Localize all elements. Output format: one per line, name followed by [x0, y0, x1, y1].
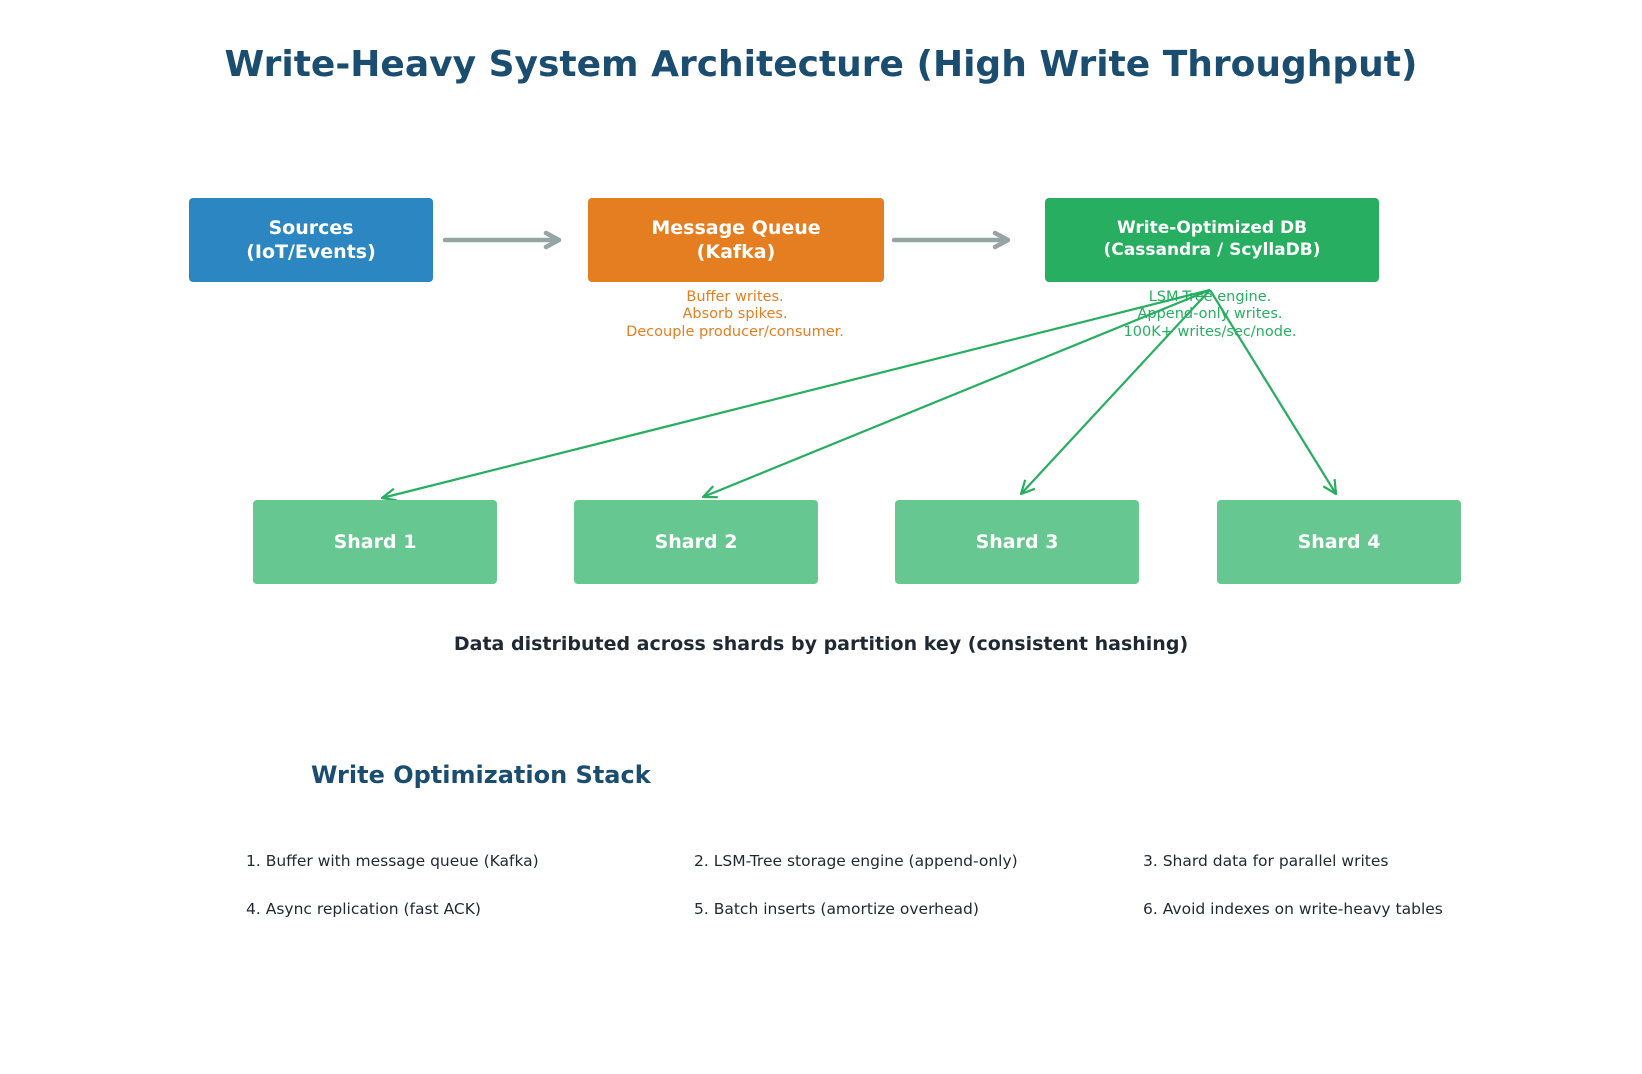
- arrow-db-to-shard-3: [1019, 289, 1211, 496]
- arrow-db-to-shard-4: [1209, 289, 1338, 496]
- db-note-line: 100K+ writes/sec/node.: [1123, 323, 1297, 340]
- db-note-line: Append-only writes.: [1137, 306, 1283, 323]
- shard-label: Shard 1: [333, 530, 417, 553]
- stack-title: Write Optimization Stack: [311, 761, 651, 789]
- write-optimized-db-node: Write-Optimized DB (Cassandra / ScyllaDB…: [1045, 198, 1379, 282]
- db-node-sublabel: (Cassandra / ScyllaDB): [1103, 240, 1321, 260]
- sources-node: Sources (IoT/Events): [189, 198, 433, 282]
- db-note: LSM-Tree engine. Append-only writes. 100…: [1060, 289, 1360, 341]
- db-node-label: Write-Optimized DB: [1116, 218, 1308, 239]
- message-queue-node-label: Message Queue: [651, 216, 821, 239]
- message-queue-node-sublabel: (Kafka): [696, 241, 776, 263]
- stack-item: 2. LSM-Tree storage engine (append-only): [694, 852, 1018, 870]
- arrow-db-to-shard-1: [380, 288, 1211, 502]
- queue-note-line: Decouple producer/consumer.: [626, 323, 844, 340]
- stack-item: 4. Async replication (fast ACK): [246, 900, 481, 918]
- message-queue-note: Buffer writes. Absorb spikes. Decouple p…: [585, 289, 885, 341]
- queue-note-line: Absorb spikes.: [682, 306, 788, 323]
- shard-2-node: Shard 2: [574, 500, 818, 584]
- diagram-title: Write-Heavy System Architecture (High Wr…: [224, 44, 1418, 85]
- stack-item: 6. Avoid indexes on write-heavy tables: [1143, 900, 1443, 918]
- shard-label: Shard 2: [654, 530, 738, 553]
- db-note-line: LSM-Tree engine.: [1148, 289, 1272, 305]
- stack-item: 5. Batch inserts (amortize overhead): [694, 900, 979, 918]
- sources-node-sublabel: (IoT/Events): [246, 241, 376, 263]
- arrow-sources-to-queue: [442, 230, 562, 250]
- message-queue-node: Message Queue (Kafka): [588, 198, 884, 282]
- arrow-queue-to-db: [891, 230, 1011, 250]
- shard-label: Shard 4: [1297, 530, 1381, 553]
- sources-node-label: Sources: [268, 216, 354, 239]
- stack-item: 3. Shard data for parallel writes: [1143, 852, 1389, 870]
- stack-item: 1. Buffer with message queue (Kafka): [246, 852, 539, 870]
- shard-label: Shard 3: [975, 530, 1059, 553]
- shard-3-node: Shard 3: [895, 500, 1139, 584]
- queue-note-line: Buffer writes.: [686, 289, 784, 305]
- shard-4-node: Shard 4: [1217, 500, 1461, 584]
- shard-1-node: Shard 1: [253, 500, 497, 584]
- arrow-db-to-shard-2: [701, 288, 1211, 499]
- sharding-caption: Data distributed across shards by partit…: [453, 633, 1189, 655]
